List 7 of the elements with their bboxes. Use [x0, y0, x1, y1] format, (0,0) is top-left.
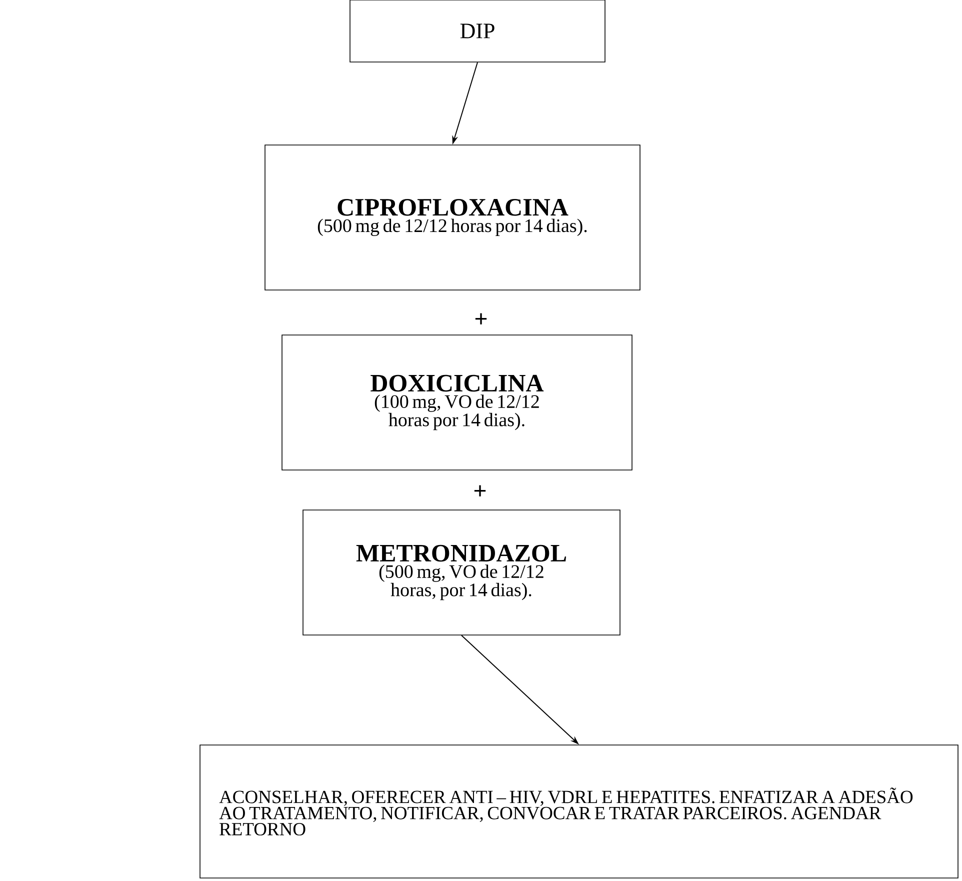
process-box: METRONIDAZOL (500 mg, VO de 12/12 horas, por 14 dias).: [302, 510, 620, 636]
process-box: CIPROFLOXACINA (500 mg de 12/12 horas por 14 dias).: [264, 144, 640, 290]
note-box: ACONSELHAR, OFERECER ANTI – HIV, VDRL E HEPATITES. ENFATIZAR A ADESÃO AO TRATAMENTO, NOTIFICAR, CONVOCAR E TRATAR PARCEIROS. AGENDAR RETORNO: [200, 744, 958, 878]
process-box: DIP: [350, 0, 606, 62]
plus-sign: +: [475, 313, 487, 324]
plus-sign: +: [474, 485, 486, 496]
process-box: DOXICICLINA (100 mg, VO de 12/12 horas por 14 dias).: [282, 334, 632, 470]
